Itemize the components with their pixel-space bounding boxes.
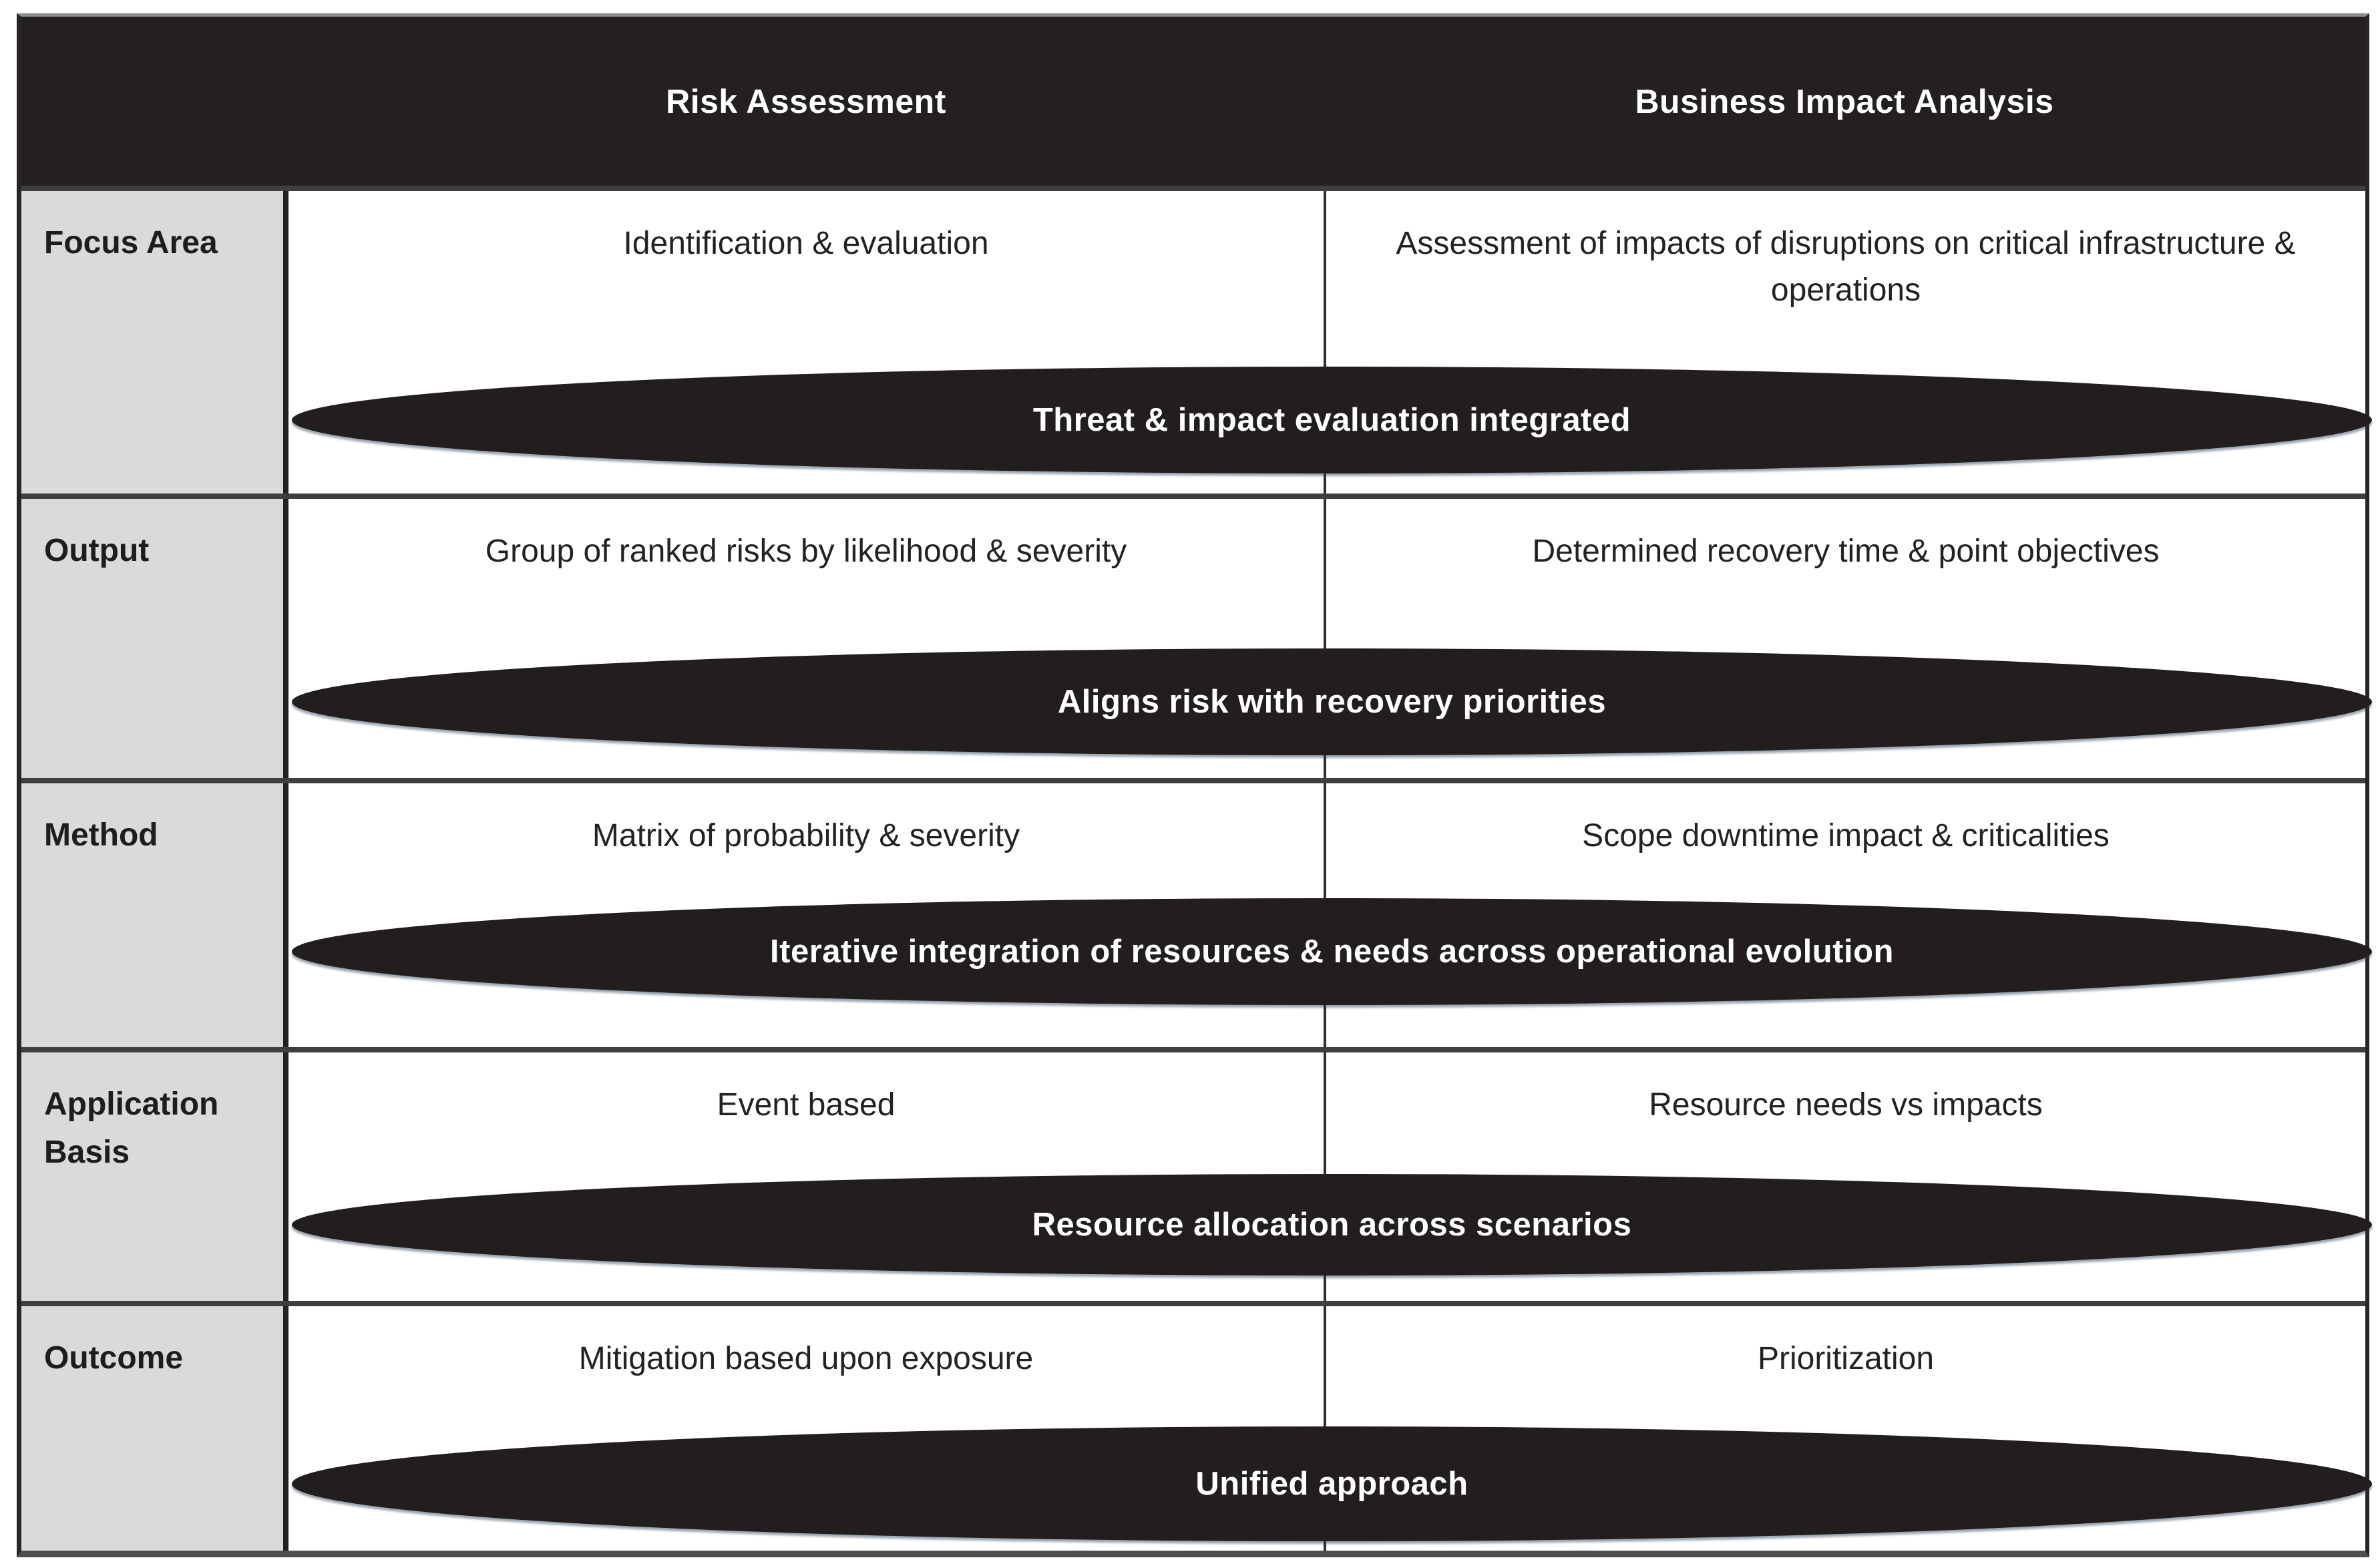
business-impact-cell: Determined recovery time & point objecti… [1324, 499, 2365, 778]
integration-ellipse: Threat & impact evaluation integrated [292, 367, 2372, 473]
column-header-business-impact-analysis: Business Impact Analysis [1635, 82, 2054, 120]
table-row-output: Output Group of ranked risks by likeliho… [21, 494, 2372, 778]
risk-assessment-cell: Event based [717, 1087, 896, 1123]
integration-ellipse: Aligns risk with recovery priorities [292, 648, 2372, 755]
comparison-table: Risk Assessment Business Impact Analysis… [17, 13, 2372, 1557]
risk-assessment-cell: Mitigation based upon exposure [578, 1341, 1034, 1376]
table-row-method: Method Matrix of probability & severity … [21, 778, 2372, 1047]
integration-ellipse: Resource allocation across scenarios [292, 1174, 2372, 1276]
integration-ellipse-label: Resource allocation across scenarios [1032, 1207, 1632, 1243]
table-row-outcome: Outcome Mitigation based upon exposure P… [21, 1301, 2372, 1551]
row-label: Output [21, 499, 288, 778]
row-label: Focus Area [21, 191, 288, 494]
row-label: Method [21, 783, 288, 1047]
row-label: Outcome [21, 1306, 288, 1551]
integration-ellipse: Iterative integration of resources & nee… [292, 898, 2372, 1005]
risk-assessment-cell: Identification & evaluation [623, 226, 989, 261]
integration-ellipse-label: Aligns risk with recovery priorities [1057, 684, 1607, 720]
table-row-focus-area: Focus Area Identification & evaluation A… [21, 186, 2372, 494]
table-header-row: Risk Assessment Business Impact Analysis [21, 17, 2365, 186]
risk-assessment-cell: Group of ranked risks by likelihood & se… [485, 534, 1127, 569]
integration-ellipse: Unified approach [292, 1426, 2372, 1541]
integration-ellipse-label: Threat & impact evaluation integrated [1032, 402, 1631, 438]
integration-ellipse-label: Unified approach [1195, 1466, 1468, 1502]
business-impact-cell: Assessment of impacts of disruptions on … [1324, 191, 2365, 494]
column-header-risk-assessment: Risk Assessment [666, 82, 946, 120]
table-row-application-basis: Application Basis Event based Resource n… [21, 1047, 2372, 1301]
row-label: Application Basis [21, 1052, 288, 1301]
integration-ellipse-label: Iterative integration of resources & nee… [770, 934, 1894, 970]
risk-assessment-cell: Matrix of probability & severity [592, 818, 1020, 853]
